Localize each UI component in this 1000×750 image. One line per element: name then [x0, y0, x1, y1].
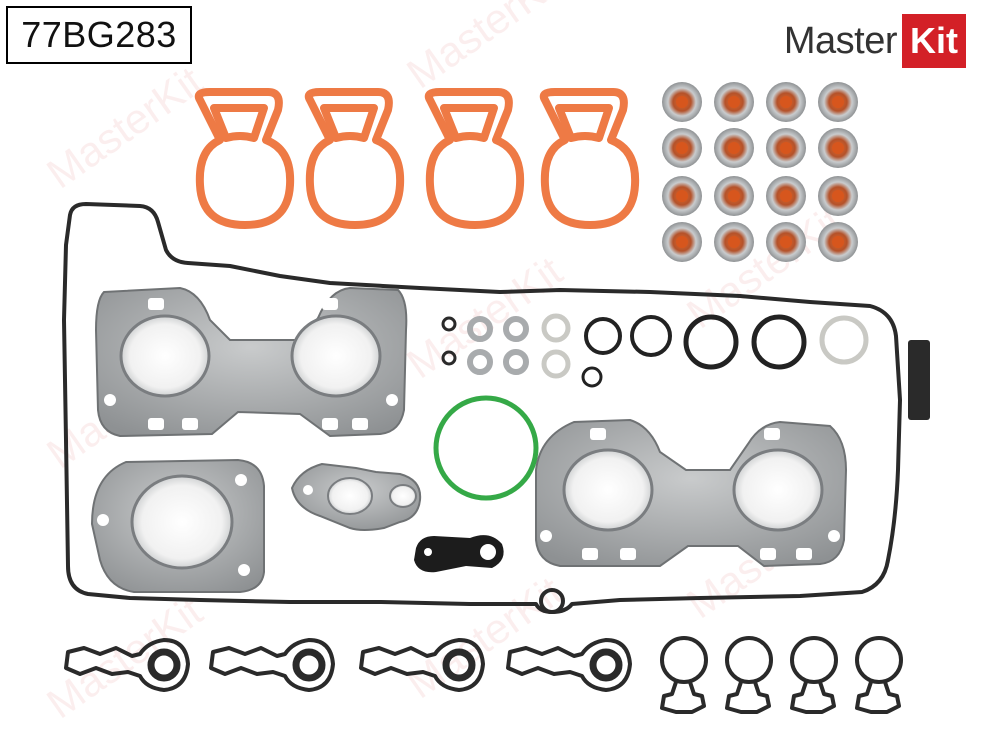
green-o-ring — [433, 395, 539, 501]
intake-gasket-1 — [194, 88, 295, 229]
intake-manifold-gaskets — [194, 88, 640, 229]
small-seals — [441, 313, 869, 388]
valve-cover-tab — [539, 588, 565, 614]
paddle-seal-4 — [506, 638, 632, 692]
seal-row-3 — [662, 176, 858, 216]
intake-gasket-4 — [539, 88, 640, 229]
product-code: 77BG283 — [21, 14, 177, 55]
valve-stem-seals — [662, 82, 858, 262]
svg-text:MasterKit: MasterKit — [398, 0, 571, 97]
exhaust-gasket-left — [94, 286, 408, 438]
paddle-seal-1 — [64, 638, 190, 692]
lock-seals — [660, 636, 903, 714]
svg-text:MasterKit: MasterKit — [398, 567, 571, 707]
egr-gasket — [290, 462, 422, 531]
lock-seal-2 — [725, 636, 773, 714]
brand-highlight: Kit — [902, 14, 966, 68]
paddle-seal-2 — [209, 638, 335, 692]
intake-gasket-2 — [304, 88, 405, 229]
paddle-seal-3 — [359, 638, 485, 692]
svg-text:MasterKit: MasterKit — [38, 57, 211, 197]
paddle-seals — [64, 638, 632, 692]
product-code-label: 77BG283 — [6, 6, 192, 64]
seal-row-2 — [662, 128, 858, 168]
brand-name: Master — [783, 19, 898, 62]
lock-seal-3 — [790, 636, 838, 714]
brand-logo: Master Kit — [784, 14, 966, 68]
lock-seal-1 — [660, 636, 708, 714]
valve-cover-gasket — [62, 202, 902, 614]
turbo-flange-gasket — [90, 458, 265, 593]
oil-line-gasket — [414, 535, 504, 573]
spark-plug-seal-block — [908, 340, 930, 420]
exhaust-gasket-right — [535, 418, 848, 568]
seal-row-1 — [662, 82, 858, 122]
lock-seal-4 — [855, 636, 903, 714]
intake-gasket-3 — [424, 88, 525, 229]
